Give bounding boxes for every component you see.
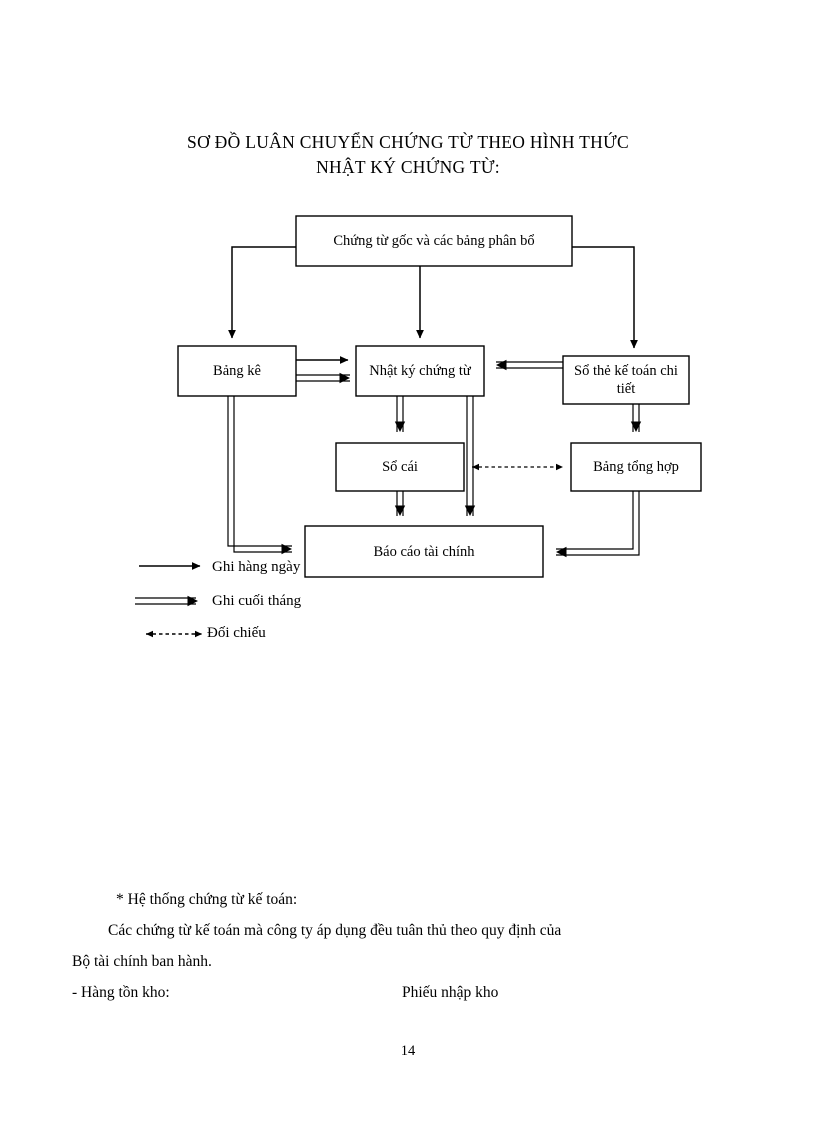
edge-bangtonghop-to-baocao-a (556, 491, 634, 550)
node-label-chung-tu-goc: Chứng từ gốc và các bảng phân bổ (296, 216, 572, 266)
edge-bangke-to-baocao-b (233, 396, 292, 553)
body-paragraph-line-2: Bộ tài chính ban hành. (72, 953, 212, 970)
body-heading: * Hệ thống chứng từ kế toán: (116, 891, 298, 908)
node-text: Sổ thẻ kế toán chi tiết (574, 363, 678, 397)
body-text-block: * Hệ thống chứng từ kế toán: Các chứng t… (72, 884, 744, 1008)
node-box-chung-tu-goc[interactable] (295, 215, 573, 267)
node-text: Nhật ký chứng từ (369, 363, 471, 379)
legend-label: Ghi hàng ngày (212, 559, 301, 575)
node-text: Bảng tổng hợp (593, 459, 679, 475)
node-box-nhat-ky-chung-tu[interactable] (355, 345, 485, 397)
node-label-bang-tong-hop: Bảng tổng hợp (571, 443, 701, 491)
node-label-bang-ke: Bảng kê (178, 346, 296, 396)
legend-item-doi-chieu: Đối chiếu (207, 622, 266, 644)
body-paragraph-line-1: Các chứng từ kế toán mà công ty áp dụng … (108, 922, 562, 939)
edge-bangke-to-baocao-a (227, 396, 292, 547)
legend-item-ghi-hang-ngay: Ghi hàng ngày (212, 556, 300, 578)
edge-chungtugoc-to-bangke (228, 246, 296, 339)
body-item-row: - Hàng tồn kho: Phiếu nhập kho (72, 977, 744, 1008)
node-label-bao-cao-tai-chinh: Báo cáo tài chính (305, 526, 543, 577)
legend-item-ghi-cuoi-thang: Ghi cuối tháng (212, 590, 301, 612)
node-text: Báo cáo tài chính (373, 543, 475, 560)
body-item-value: Phiếu nhập kho (402, 984, 499, 1001)
page-title-line-2: NHẬT KÝ CHỨNG TỪ: (316, 157, 500, 177)
page-title-line-1: SƠ ĐỒ LUÂN CHUYỂN CHỨNG TỪ THEO HÌNH THỨ… (187, 132, 629, 152)
node-text: Chứng từ gốc và các bảng phân bổ (333, 233, 535, 249)
body-item-label: - Hàng tồn kho: (72, 984, 170, 1001)
edge-chungtugoc-to-sothe (572, 246, 638, 349)
node-box-so-cai[interactable] (335, 442, 465, 492)
node-label-so-the-ke-toan-chi-tiet: Sổ thẻ kế toán chi tiết (563, 356, 689, 404)
node-text: Bảng kê (213, 363, 261, 379)
node-box-so-the-ke-toan-chi-tiet[interactable] (562, 355, 690, 405)
node-label-so-cai: Sổ cái (336, 443, 464, 491)
page-number: 14 (400, 1043, 416, 1059)
edge-bangtonghop-to-baocao-b (556, 491, 640, 556)
legend-label: Ghi cuối tháng (212, 593, 302, 609)
node-text: Sổ cái (382, 459, 418, 475)
node-label-nhat-ky-chung-tu: Nhật ký chứng từ (356, 346, 484, 396)
legend-label: Đối chiếu (207, 625, 266, 641)
page-title: SƠ ĐỒ LUÂN CHUYỂN CHỨNG TỪ THEO HÌNH THỨ… (108, 130, 708, 180)
node-box-bao-cao-tai-chinh[interactable] (304, 525, 544, 578)
